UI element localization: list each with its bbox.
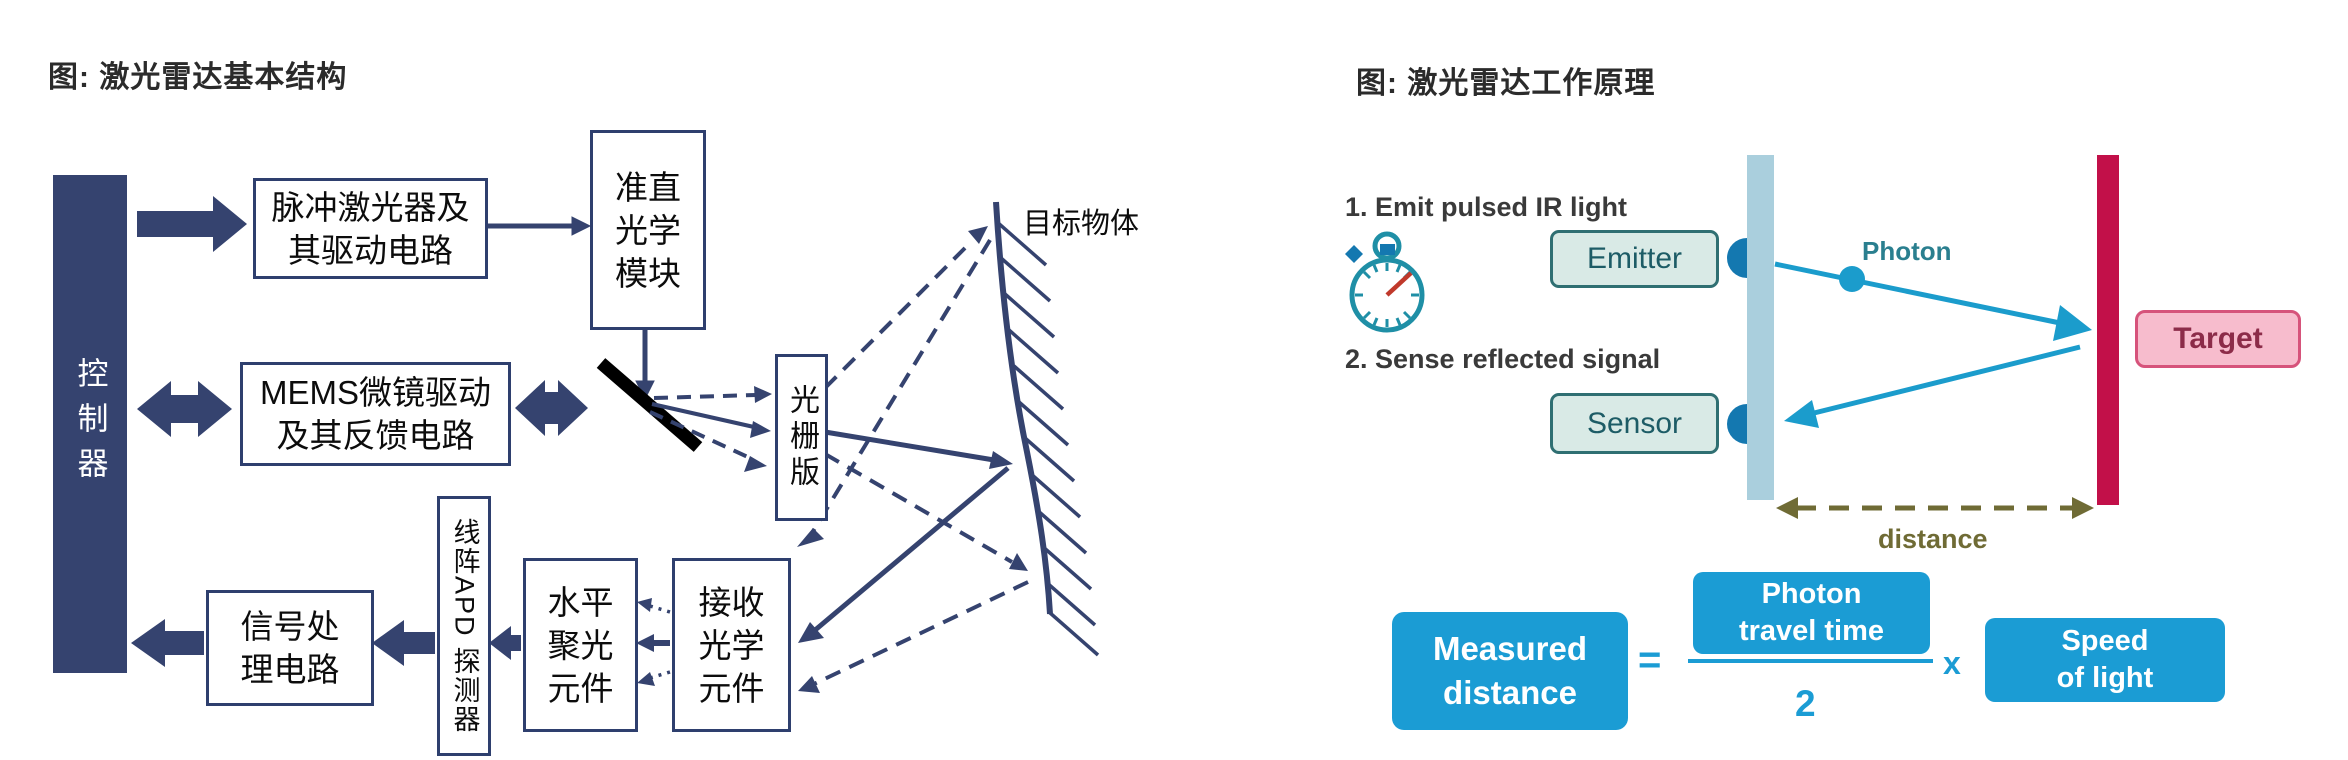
target-object-curve [993, 201, 1053, 615]
emitter-lens-icon [1727, 238, 1747, 278]
block-arrow-icon [131, 619, 204, 667]
target-object-label: 目标物体 [1023, 208, 1140, 240]
emitter-label: Emitter [1586, 242, 1682, 275]
double-arrow-icon [515, 380, 588, 436]
grating-label: 光栅版 [785, 383, 818, 492]
collimator-box: 准直 光学 模块 [590, 130, 706, 330]
receiver-optics-label: 接收 光学 元件 [698, 583, 765, 707]
target-bar [2097, 155, 2119, 505]
block-arrow-icon [137, 196, 247, 252]
right-diagram-artwork [1345, 155, 2119, 519]
emitter-box: Emitter [1550, 230, 1719, 288]
distance-label: distance [1878, 524, 1988, 554]
step1-label: 1. Emit pulsed IR light [1345, 192, 1628, 222]
stopwatch-icon [1345, 231, 1425, 333]
pulse-laser-label: 脉冲激光器及 其驱动电路 [271, 188, 470, 269]
sensor-label: Sensor [1586, 406, 1683, 440]
left-diagram-artwork [131, 196, 1100, 693]
mems-driver-box: MEMS微镜驱动 及其反馈电路 [240, 362, 511, 466]
measured-distance-label: Measured distance [1432, 630, 1588, 711]
double-arrow-icon [137, 381, 232, 437]
denominator-2: 2 [1795, 683, 1816, 724]
right-figure-title: 图: 激光雷达工作原理 [1356, 67, 1656, 100]
signal-processing-label: 信号处 理电路 [240, 608, 340, 688]
mems-driver-label: MEMS微镜驱动 及其反馈电路 [260, 374, 491, 454]
multiply-sign: x [1943, 645, 1961, 681]
measured-distance-box: Measured distance [1392, 612, 1628, 730]
equals-sign: = [1638, 638, 1662, 682]
collimator-label: 准直 光学 模块 [615, 168, 681, 292]
speed-of-light-label: Speed of light [2056, 625, 2154, 694]
sensor-box: Sensor [1550, 393, 1719, 454]
lidar-bar [1747, 155, 1774, 500]
left-figure-title: 图: 激光雷达基本结构 [48, 61, 348, 94]
step2-label: 2. Sense reflected signal [1345, 344, 1661, 374]
condenser-box: 水平 聚光 元件 [523, 558, 638, 732]
condenser-label: 水平 聚光 元件 [547, 583, 614, 707]
fraction-line [1688, 659, 1933, 663]
target-label: Target [2173, 322, 2263, 355]
controller-box: 控制器 [53, 175, 127, 673]
pulse-laser-box: 脉冲激光器及 其驱动电路 [253, 178, 488, 279]
sensor-lens-icon [1727, 404, 1747, 444]
apd-detector-box: 线阵APD 探测器 [437, 496, 491, 756]
grating-box: 光栅版 [775, 354, 828, 521]
block-arrow-icon [489, 626, 521, 660]
block-arrow-icon [372, 620, 435, 666]
target-box: Target [2135, 310, 2301, 368]
photon-travel-time-box: Photon travel time [1693, 572, 1930, 654]
photon-travel-time-label: Photon travel time [1738, 578, 1885, 647]
apd-detector-label: 线阵APD 探测器 [449, 517, 480, 735]
photon-label: Photon [1862, 236, 1952, 266]
signal-processing-box: 信号处 理电路 [206, 590, 374, 706]
photon-dot [1839, 266, 1865, 292]
controller-label: 控制器 [72, 356, 108, 492]
receiver-optics-box: 接收 光学 元件 [672, 558, 791, 732]
target-hatching [995, 220, 1100, 657]
mems-mirror-icon [596, 358, 703, 452]
speed-of-light-box: Speed of light [1985, 618, 2225, 702]
